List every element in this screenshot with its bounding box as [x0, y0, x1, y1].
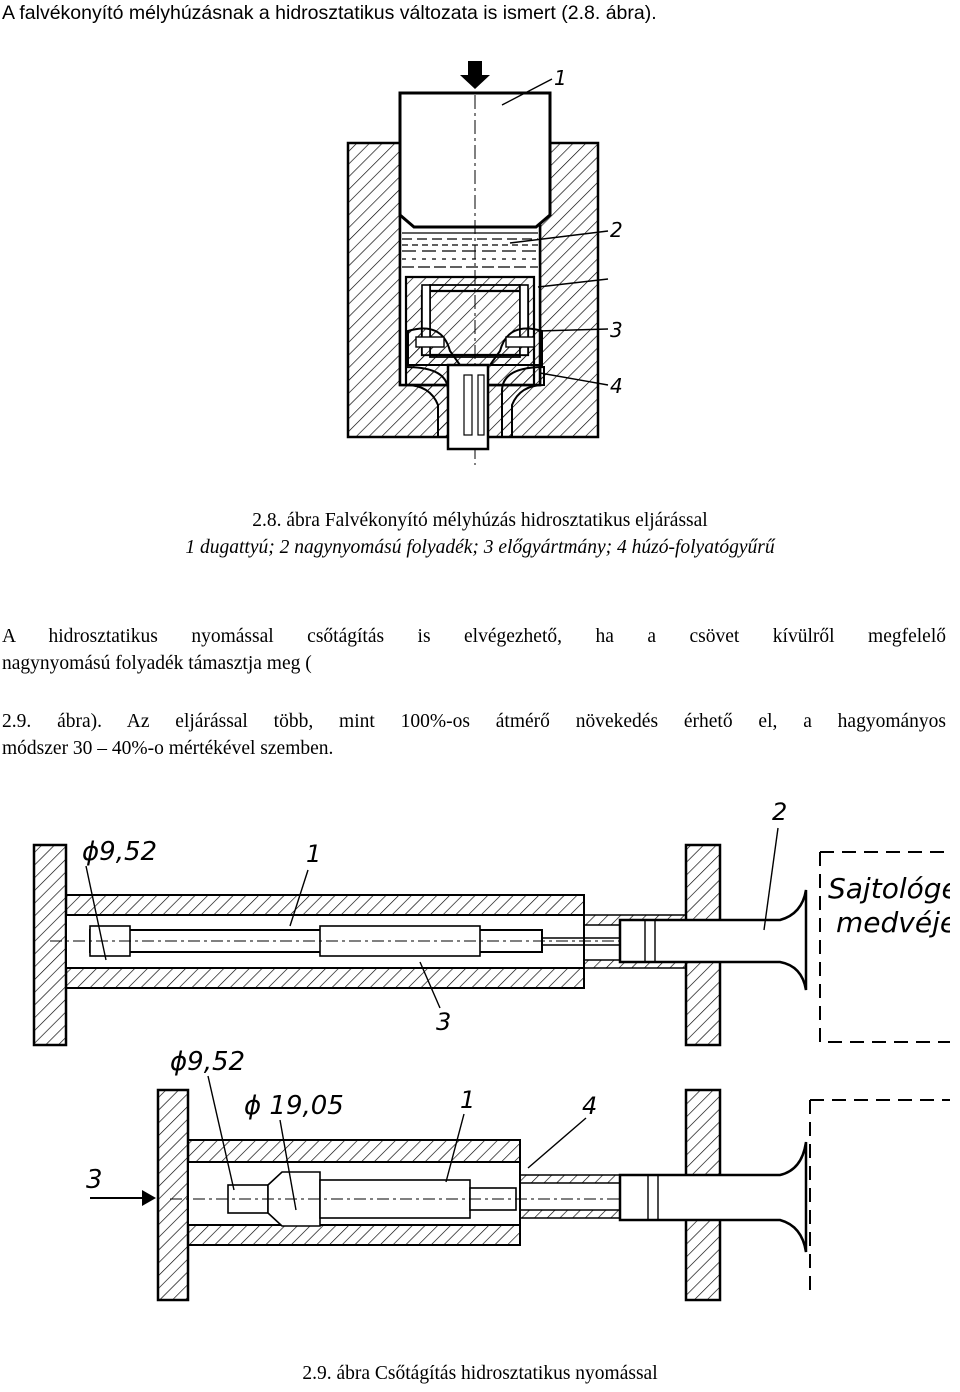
paragraph-line-4: módszer 30 – 40%-o mértékével szemben.	[2, 738, 334, 759]
paragraph-line-1: A hidrosztatikus nyomással csőtágítás is…	[2, 626, 946, 647]
bottom-label-4: 4	[582, 1092, 597, 1120]
intro-text: A falvékonyító mélyhúzásnak a hidrosztat…	[2, 2, 657, 24]
fig1-label-2: 2	[610, 218, 623, 242]
press-label-line1: Sajtológép	[828, 872, 950, 905]
top-plunger	[618, 889, 808, 991]
press-label-line2: medvéje	[836, 906, 950, 939]
fig1-label-4: 4	[610, 374, 623, 398]
top-label-3: 3	[436, 1008, 451, 1036]
top-assembly: ϕ9,52 1 2 3 Sajtológép medvéje	[32, 798, 950, 1047]
fig1-label-1: 1	[554, 66, 567, 90]
figure-2-8-legend: 1 dugattyú; 2 nagynyomású folyadék; 3 el…	[185, 537, 775, 558]
top-label-1: 1	[306, 840, 321, 868]
bottom-label-1: 1	[460, 1086, 475, 1114]
paragraph-line-3: 2.9. ábra). Az eljárással több, mint 100…	[2, 711, 946, 732]
fig1-label-3: 3	[610, 318, 623, 342]
bottom-dim-9-52: ϕ9,52	[170, 1047, 245, 1077]
paragraph-line-2: nagynyomású folyadék támasztja meg (	[2, 653, 312, 674]
bottom-plunger	[618, 1141, 808, 1253]
bottom-assembly: ϕ9,52 ϕ 19,05 1 4 3	[86, 1047, 950, 1302]
figure-2-9-diagram: ϕ9,52 1 2 3 Sajtológép medvéje	[32, 798, 950, 1302]
bottom-label-3: 3	[86, 1165, 103, 1195]
fluid-lines	[402, 232, 538, 268]
force-arrow	[460, 61, 490, 89]
figure-2-8-diagram: 1 2 3 4	[346, 61, 623, 465]
bottom-dim-19-05: ϕ 19,05	[244, 1091, 344, 1121]
figure-2-9-caption: 2.9. ábra Csőtágítás hidrosztatikus nyom…	[302, 1363, 658, 1384]
top-label-2: 2	[772, 798, 787, 826]
figure-2-8-caption: 2.8. ábra Falvékonyító mélyhúzás hidrosz…	[252, 510, 708, 531]
paragraph-block-1: A hidrosztatikus nyomással csőtágítás is…	[2, 623, 946, 677]
punch	[398, 91, 552, 229]
top-dim-9-52: ϕ9,52	[82, 837, 157, 867]
paragraph-block-2: 2.9. ábra). Az eljárással több, mint 100…	[2, 708, 946, 762]
